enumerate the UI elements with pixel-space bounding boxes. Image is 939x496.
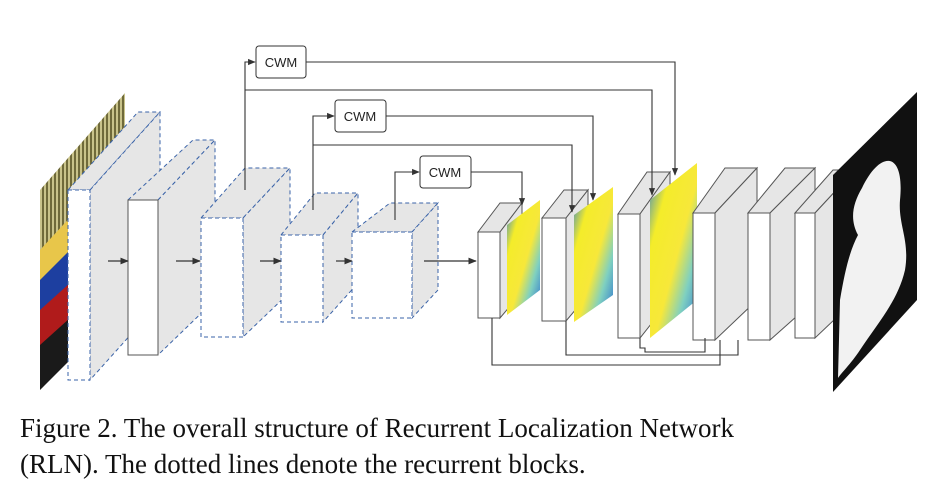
block-2 (126, 138, 217, 357)
recurrent-block-3 (199, 166, 292, 339)
cwm-label: CWM (344, 109, 377, 124)
rln-architecture-diagram: CWM CWM CWM (40, 45, 917, 392)
decoder-block-3 (617, 163, 697, 340)
attention-heatmap-2 (574, 187, 613, 322)
skip-connections (491, 318, 739, 366)
recurrent-block-4 (279, 191, 360, 324)
cwm-module-2: CWM (334, 99, 387, 133)
decoder-block-2 (540, 187, 613, 323)
caption-line-2: (RLN). The dotted lines denote the recur… (20, 449, 586, 479)
cwm-label: CWM (265, 55, 298, 70)
decoder-block-1 (476, 200, 540, 320)
figure-caption: Figure 2. The overall structure of Recur… (20, 410, 925, 482)
caption-line-1: Figure 2. The overall structure of Recur… (20, 413, 734, 443)
output-mask (833, 92, 917, 392)
cwm-module-3: CWM (419, 155, 472, 189)
attention-heatmap-1 (507, 200, 540, 315)
attention-heatmap-3 (650, 163, 697, 338)
cwm-connections (244, 58, 679, 220)
decoder-block-4 (692, 166, 759, 342)
cwm-label: CWM (429, 165, 462, 180)
cwm-module-1: CWM (255, 45, 307, 79)
